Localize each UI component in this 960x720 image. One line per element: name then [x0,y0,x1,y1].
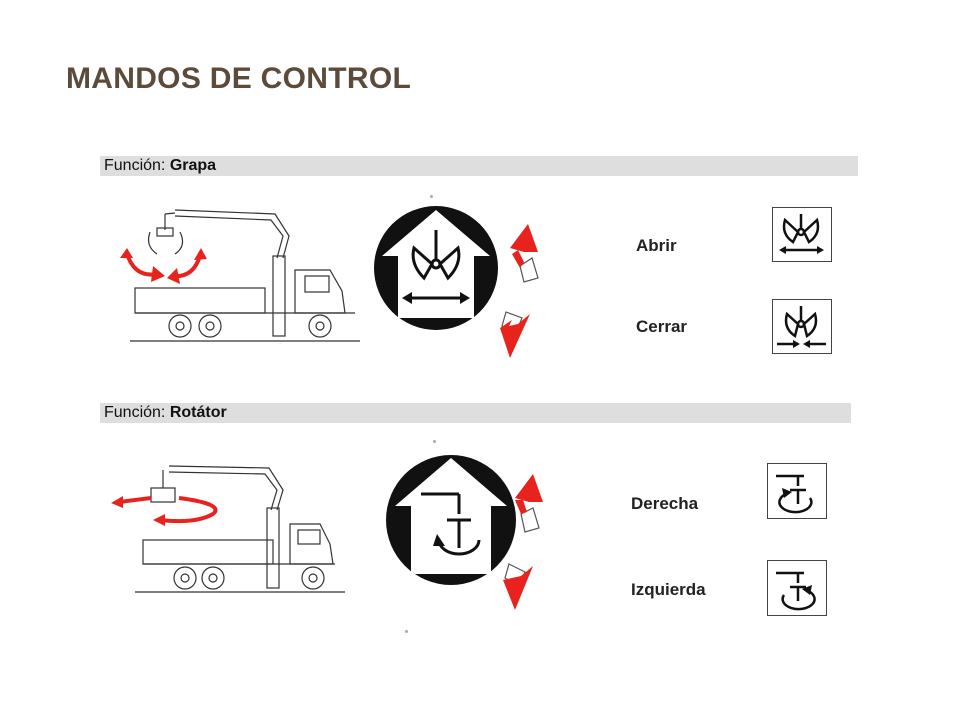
function-prefix: Función: [104,404,166,421]
crane-truck-grapple-illustration [120,209,360,342]
action-label-abrir: Abrir [636,236,677,255]
grapple-open-icon [772,207,832,262]
grapple-close-icon [772,299,832,354]
action-label-izquierda: Izquierda [631,580,706,599]
function-name: Grapa [169,157,217,174]
scan-speck [405,630,408,633]
scan-speck [433,440,436,443]
rotator-lever-symbol [386,455,543,610]
function-name: Rotátor [169,404,227,421]
grapple-lever-symbol [374,206,539,358]
function-prefix: Función: [104,157,166,174]
rotate-left-icon [767,560,827,616]
scan-speck [430,195,433,198]
rotate-right-icon [767,463,827,519]
page-title: MANDOS DE CONTROL [66,62,412,95]
function-bar-grapa: Función: Grapa [100,156,858,176]
crane-truck-rotator-illustration [111,465,345,593]
action-label-cerrar: Cerrar [636,317,688,336]
action-label-derecha: Derecha [631,494,699,513]
function-bar-rotator: Función: Rotátor [100,403,851,423]
